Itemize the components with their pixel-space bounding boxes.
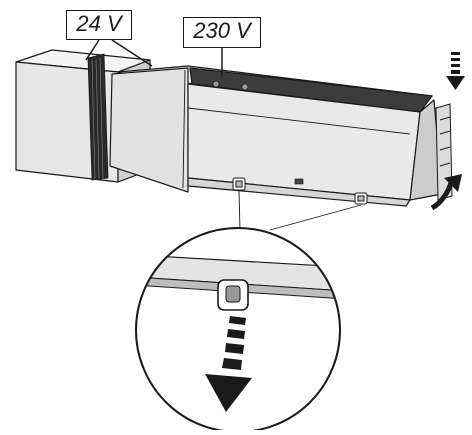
controller-housing [109, 65, 443, 207]
din-rail [435, 103, 453, 201]
clip-tab [217, 279, 249, 311]
tilt-rotate-arrow-icon [430, 174, 462, 211]
label-leaders [85, 39, 223, 76]
mounting-clip-left [232, 177, 246, 191]
terminal-screws [212, 80, 249, 91]
mounting-clip-right [354, 192, 368, 205]
zoom-detail-circle [135, 227, 341, 433]
label-24v: 24 V [66, 10, 132, 40]
label-230v: 230 V [183, 17, 261, 48]
zoom-leaders [238, 190, 362, 231]
status-window [294, 178, 304, 185]
press-down-arrow-icon [446, 52, 465, 90]
pull-down-arrow-icon [205, 316, 252, 412]
transformer-band [87, 53, 109, 181]
housing-seams [182, 69, 411, 189]
